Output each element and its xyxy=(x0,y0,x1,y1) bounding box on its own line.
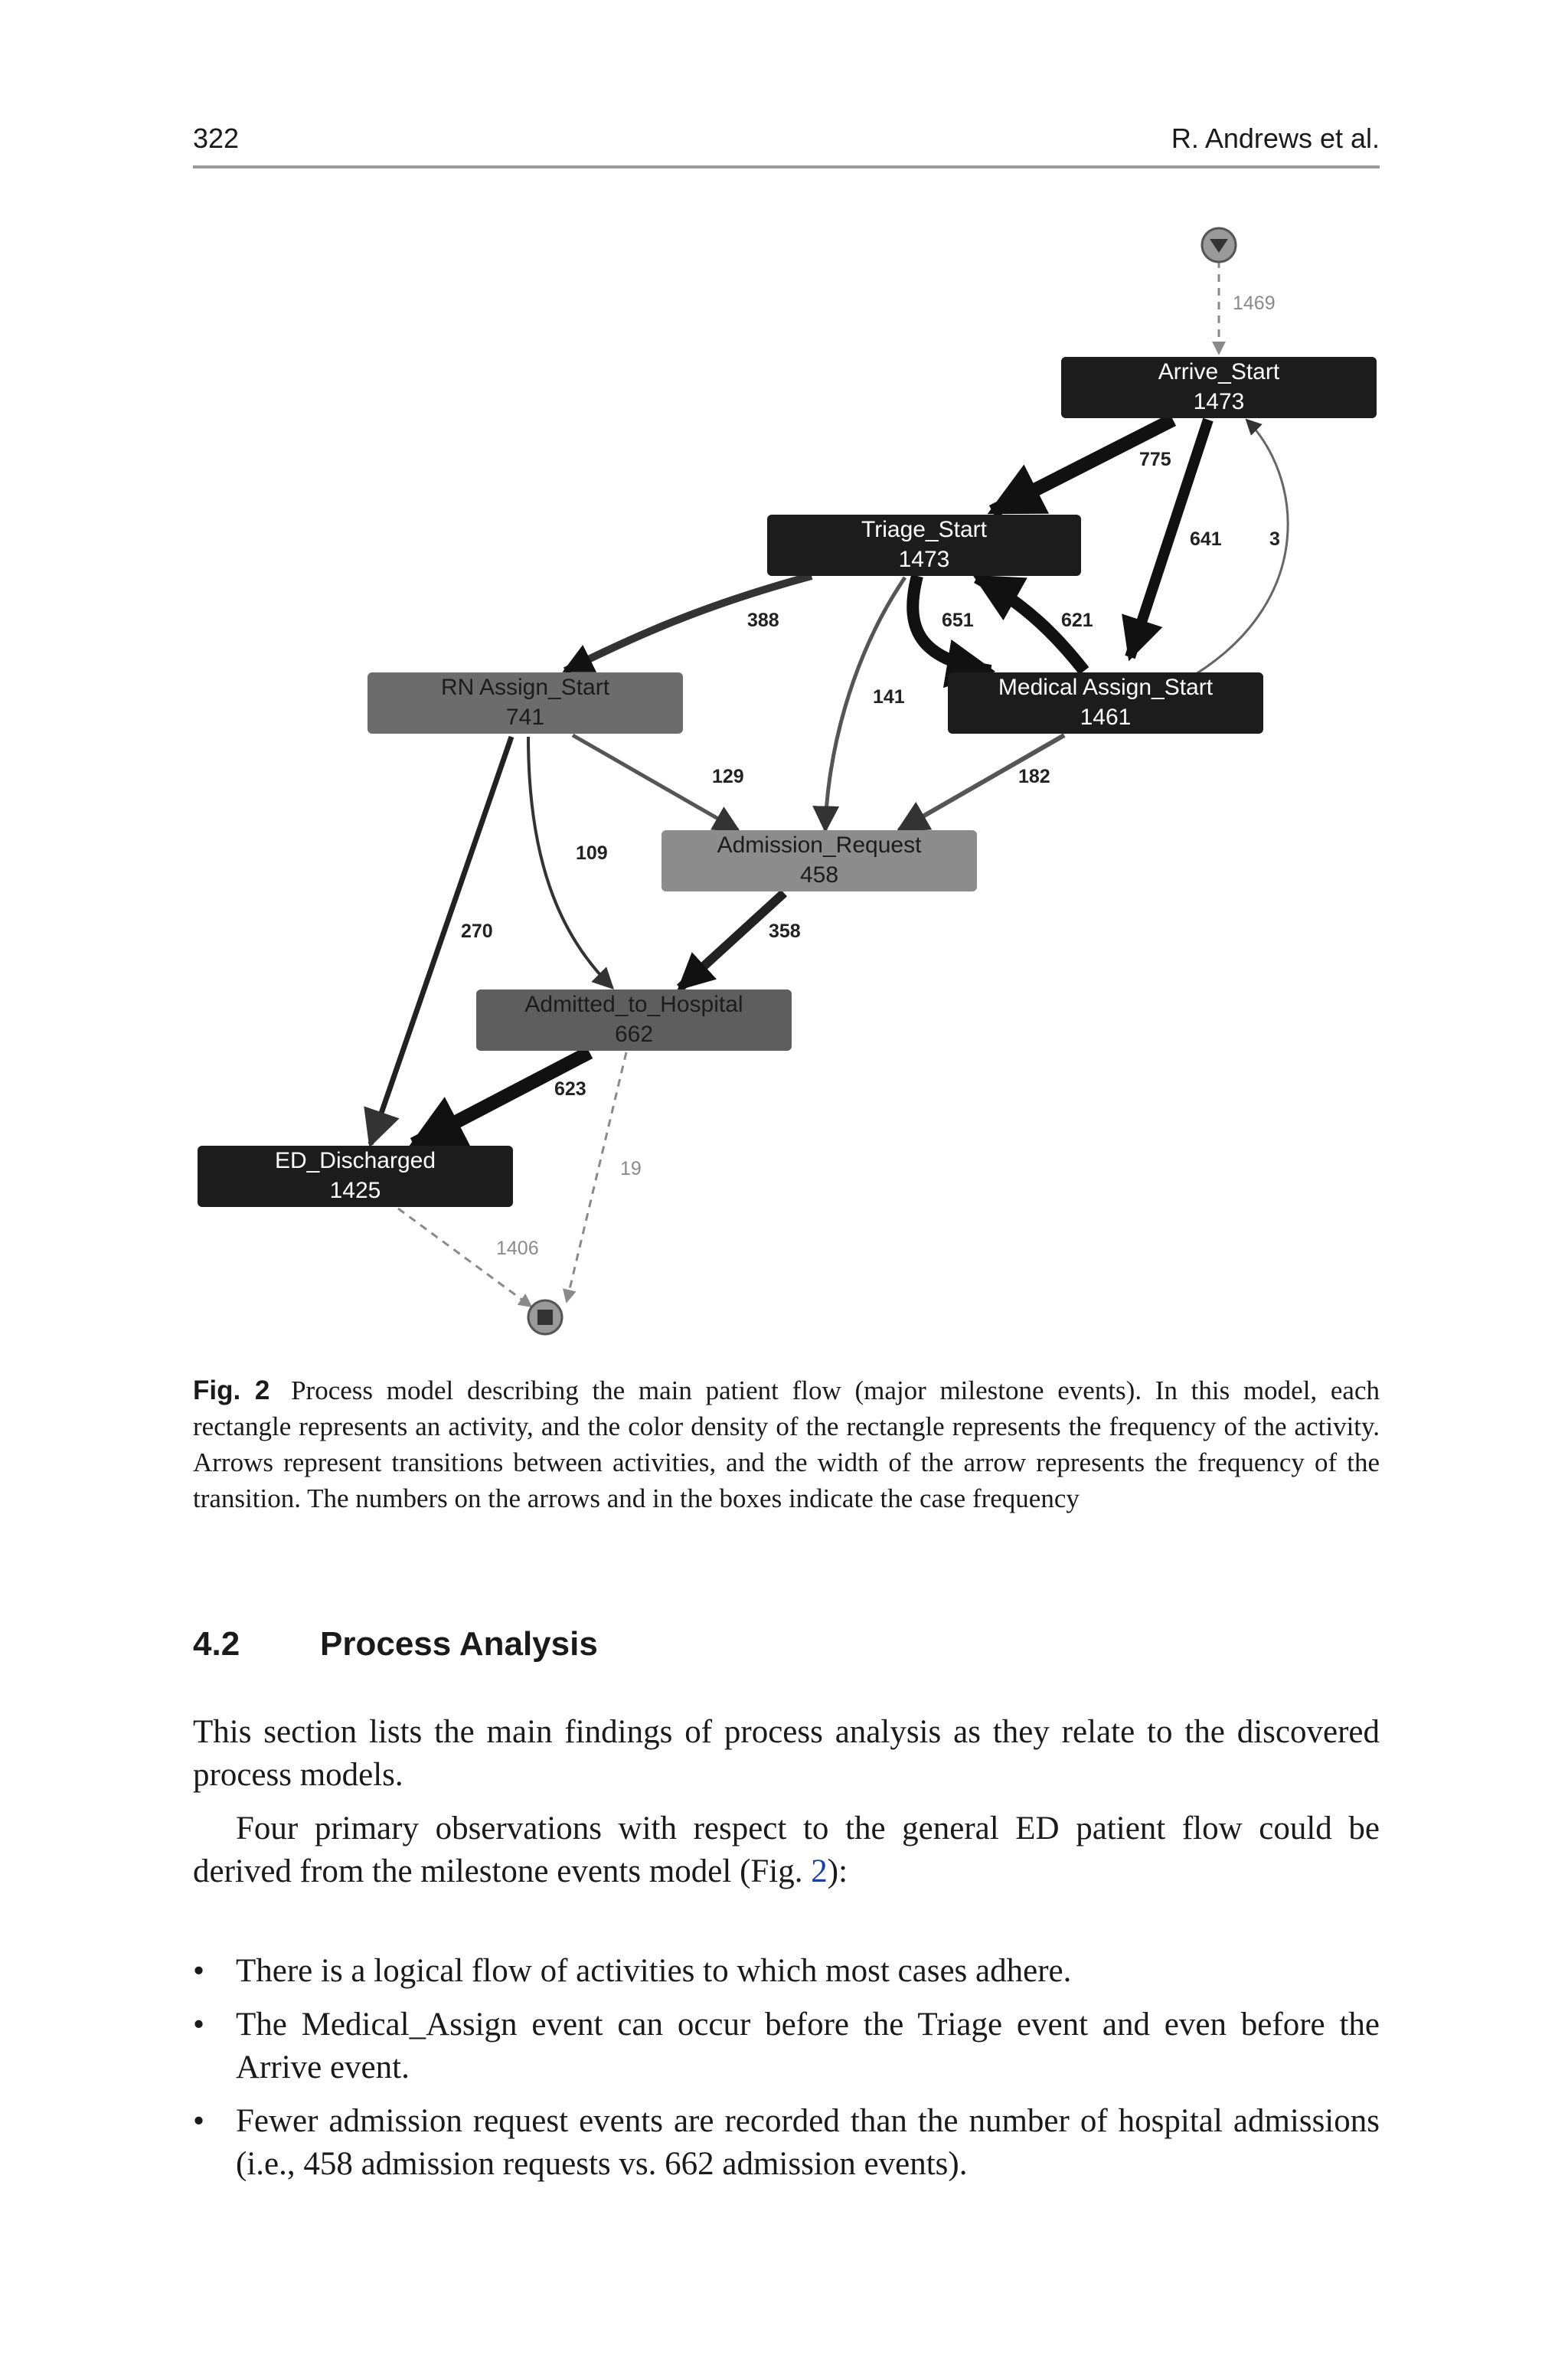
edge-medical-arrive xyxy=(1195,418,1289,675)
page-number: 322 xyxy=(193,123,240,154)
edge-rn-discharged xyxy=(364,735,514,1148)
edge-rn-admreq xyxy=(571,733,741,832)
start-node xyxy=(1200,227,1237,263)
node-count: 1425 xyxy=(330,1178,381,1203)
figure-caption-text: Process model describing the main patien… xyxy=(193,1375,1380,1513)
paragraph-text: Four primary observations with respect t… xyxy=(193,1810,1380,1889)
node-count: 741 xyxy=(506,705,544,730)
node-count: 1473 xyxy=(1194,389,1245,414)
edge-label-medical-admreq: 182 xyxy=(1018,766,1050,787)
end-node xyxy=(527,1299,564,1336)
node-count: 1461 xyxy=(1080,705,1132,730)
edge-labels: 1469 775 641 3 388 651 621 141 129 182 1… xyxy=(461,293,1280,1259)
node-count: 458 xyxy=(800,862,838,888)
figure-reference-link[interactable]: 2 xyxy=(811,1853,828,1889)
edge-label-admitted-discharged: 623 xyxy=(554,1078,586,1100)
node-ed-discharged: ED_Discharged 1425 xyxy=(198,1146,513,1207)
bullet-icon: • xyxy=(193,2007,205,2043)
edge-label-start-arrive: 1469 xyxy=(1233,293,1276,314)
running-authors: R. Andrews et al. xyxy=(1171,123,1380,154)
list-item-text: There is a logical flow of activities to… xyxy=(236,1953,1072,1989)
edge-rn-admitted xyxy=(527,736,614,989)
node-triage-start: Triage_Start 1473 xyxy=(767,515,1081,576)
running-head: 322 R. Andrews et al. xyxy=(193,123,1380,168)
edges xyxy=(364,260,1289,1308)
edge-label-medical-arrive: 3 xyxy=(1269,528,1280,550)
edge-admitted-end xyxy=(563,1052,628,1303)
list-item: • The Medical_Assign event can occur befo… xyxy=(193,2003,1380,2089)
edge-label-triage-admreq: 141 xyxy=(873,686,905,708)
node-rn-assign-start: RN Assign_Start 741 xyxy=(368,672,683,734)
edge-label-arrive-medical: 641 xyxy=(1190,528,1222,550)
node-name: Admission_Request xyxy=(717,832,922,858)
node-admission-request: Admission_Request 458 xyxy=(662,830,977,891)
paragraph-observations: Four primary observations with respect t… xyxy=(193,1807,1380,1893)
node-admitted-to-hospital: Admitted_to_Hospital 662 xyxy=(476,989,792,1051)
list-item: • There is a logical flow of activities t… xyxy=(193,1950,1380,1993)
edge-arrive-medical xyxy=(1122,417,1214,662)
edge-label-arrive-triage: 775 xyxy=(1139,449,1171,470)
node-arrive-start: Arrive_Start 1473 xyxy=(1061,357,1377,418)
triangle-down-icon xyxy=(1210,239,1228,253)
list-item-text: Fewer admission request events are recor… xyxy=(236,2103,1380,2182)
figure-caption: Fig. 2 Process model describing the main… xyxy=(193,1372,1380,1516)
edge-discharged-end xyxy=(397,1207,533,1308)
edge-label-admitted-end: 19 xyxy=(620,1158,642,1179)
node-name: Triage_Start xyxy=(861,517,988,542)
edge-admitted-discharged xyxy=(408,1046,593,1150)
bullet-icon: • xyxy=(193,2103,205,2139)
edge-triage-medical xyxy=(906,574,996,689)
figure-label: Fig. 2 xyxy=(193,1375,270,1405)
edge-medical-triage xyxy=(972,572,1089,675)
node-name: Medical Assign_Start xyxy=(998,675,1214,700)
paragraph-text-end: ): xyxy=(827,1853,848,1889)
edge-label-triage-rn: 388 xyxy=(747,610,779,631)
paragraph-intro: This section lists the main findings of … xyxy=(193,1714,1380,1793)
edge-label-admreq-admitted: 358 xyxy=(769,921,801,942)
bullet-icon: • xyxy=(193,1953,205,1989)
node-name: ED_Discharged xyxy=(275,1148,436,1173)
section-title: Process Analysis xyxy=(320,1625,598,1663)
list-item-text: The Medical_Assign event can occur befor… xyxy=(236,2007,1380,2085)
node-count: 1473 xyxy=(899,547,950,572)
square-stop-icon xyxy=(537,1310,553,1325)
edge-triage-admreq xyxy=(812,576,907,833)
node-name: Admitted_to_Hospital xyxy=(524,992,743,1017)
edge-triage-rn xyxy=(562,572,813,675)
edge-arrive-triage xyxy=(987,413,1177,518)
edge-label-rn-admreq: 129 xyxy=(712,766,744,787)
edge-label-triage-medical: 651 xyxy=(942,610,974,631)
node-name: RN Assign_Start xyxy=(441,675,610,700)
node-count: 662 xyxy=(615,1022,653,1047)
section-number: 4.2 xyxy=(193,1625,240,1663)
edge-admreq-admitted xyxy=(676,889,788,992)
edge-label-medical-triage: 621 xyxy=(1061,610,1093,631)
observations-list: • There is a logical flow of activities t… xyxy=(193,1950,1380,2196)
node-name: Arrive_Start xyxy=(1158,359,1280,384)
edge-medical-admreq xyxy=(896,733,1066,832)
edge-label-discharged-end: 1406 xyxy=(496,1238,539,1259)
edge-label-rn-discharged: 270 xyxy=(461,921,493,942)
section-heading: 4.2 Process Analysis xyxy=(193,1625,598,1663)
edge-label-rn-admitted: 109 xyxy=(576,842,608,864)
list-item: • Fewer admission request events are reco… xyxy=(193,2100,1380,2186)
node-medical-assign-start: Medical Assign_Start 1461 xyxy=(948,672,1263,734)
process-model-figure: 1469 775 641 3 388 651 621 141 129 182 1… xyxy=(198,227,1377,1336)
